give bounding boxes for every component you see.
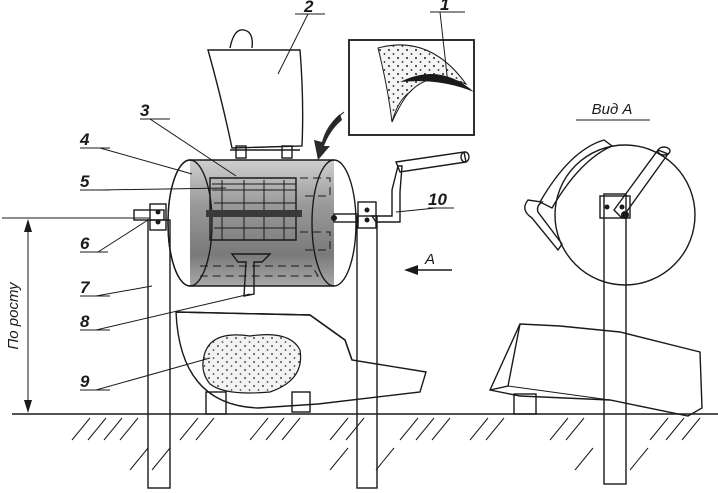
crank-handle — [370, 151, 470, 223]
callout-4: 4 — [79, 130, 90, 149]
height-dimension: По росту — [2, 217, 150, 413]
callout-5: 5 — [80, 172, 90, 191]
ground — [12, 413, 718, 471]
height-label: По росту — [5, 281, 22, 350]
callout-1: 1 — [440, 0, 449, 14]
grain-tray — [175, 311, 427, 415]
callout-8: 8 — [80, 312, 90, 331]
view-title: Вид А — [592, 101, 633, 118]
callout-numbers: 1 2 3 4 5 6 7 8 9 10 — [79, 0, 449, 391]
drum — [167, 159, 359, 287]
callout-leaders — [80, 11, 465, 391]
left-post — [133, 203, 171, 489]
outlet-spout — [230, 253, 272, 297]
callout-6: 6 — [80, 234, 90, 253]
feed-hopper — [207, 29, 304, 159]
ear-detail — [348, 39, 475, 136]
callout-2: 2 — [303, 0, 314, 16]
callout-3: 3 — [140, 101, 150, 120]
callout-10: 10 — [428, 190, 447, 209]
callout-7: 7 — [80, 278, 91, 297]
callout-9: 9 — [80, 372, 90, 391]
feed-arrow — [314, 111, 345, 160]
view-arrow-label: A — [424, 251, 435, 268]
right-post — [356, 201, 378, 489]
view-arrow: A — [404, 251, 452, 275]
side-view — [488, 119, 703, 485]
